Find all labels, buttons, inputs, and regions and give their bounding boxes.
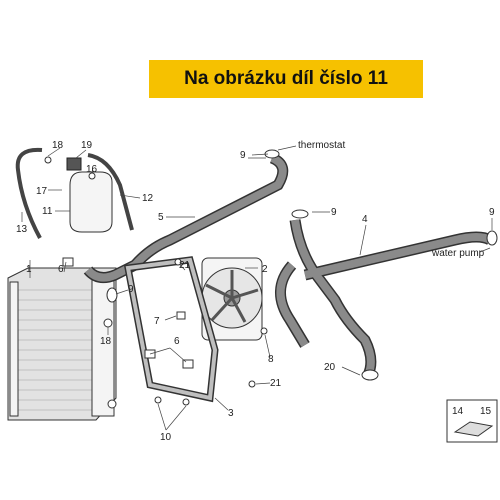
cooling-fan	[201, 257, 263, 341]
callout-9-thermostat: 9	[240, 150, 246, 161]
annotation-thermostat: thermostat	[298, 140, 345, 151]
callout-6-top: 6	[58, 264, 64, 275]
expansion-tank	[44, 156, 113, 233]
callout-5: 5	[158, 212, 164, 223]
annotation-water-pump: water pump	[431, 248, 485, 259]
banner-text: Na obrázku díl číslo 11	[184, 68, 388, 89]
callout-2: 2	[262, 264, 268, 275]
overflow-hose-13	[15, 147, 43, 239]
callout-14: 14	[452, 406, 464, 417]
callout-21-bottom: 21	[270, 378, 282, 389]
callout-9-left: 9	[128, 284, 134, 295]
callout-15: 15	[480, 406, 492, 417]
callout-18-top: 18	[52, 140, 64, 151]
callout-16: 16	[86, 164, 98, 175]
callout-8: 8	[268, 354, 274, 365]
callout-18-side: 18	[100, 336, 112, 347]
callout-6-bracket: 6	[174, 336, 180, 347]
callout-11: 11	[42, 206, 53, 217]
overflow-hose-12	[87, 153, 134, 231]
callout-10: 10	[160, 432, 172, 443]
callout-20: 20	[324, 362, 336, 373]
callout-19: 19	[81, 140, 93, 151]
radiator	[7, 267, 117, 421]
callout-1: 1	[26, 264, 32, 275]
callout-3: 3	[228, 408, 234, 419]
callout-17: 17	[36, 186, 48, 197]
callout-12: 12	[142, 193, 154, 204]
callout-21-top: 21	[179, 260, 191, 271]
leader-lines	[21, 145, 493, 431]
callout-13: 13	[16, 224, 28, 235]
callout-7: 7	[154, 316, 160, 327]
callout-9-right: 9	[489, 207, 495, 218]
callout-9-center: 9	[331, 207, 337, 218]
part-number-banner: Na obrázku díl číslo 11	[149, 60, 423, 98]
callout-4: 4	[362, 214, 368, 225]
